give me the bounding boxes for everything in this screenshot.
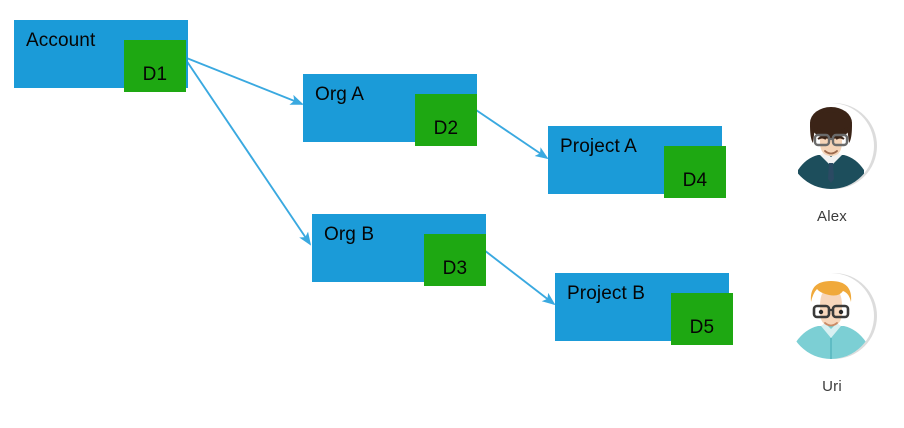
person-uri: Uri	[772, 268, 892, 396]
node-account-badge-label: D1	[142, 64, 168, 85]
node-project-a-label: Project A	[560, 136, 637, 157]
person-uri-name: Uri	[822, 378, 842, 395]
person-alex-name: Alex	[817, 208, 847, 225]
node-project-b-badge[interactable]: D5	[671, 293, 733, 345]
node-account-badge[interactable]: D1	[124, 40, 186, 92]
node-org-b-label: Org B	[324, 224, 375, 245]
avatar-uri	[784, 268, 880, 364]
node-project-b-badge-label: D5	[689, 317, 715, 338]
node-org-a-badge-label: D2	[433, 118, 459, 139]
edge-org-a-to-project-a	[475, 109, 549, 160]
node-org-b-badge-label: D3	[442, 258, 468, 279]
node-project-b-label: Project B	[567, 283, 645, 304]
node-project-a-badge-label: D4	[682, 170, 708, 191]
node-account-label: Account	[26, 30, 96, 51]
edge-account-to-org-a	[183, 56, 304, 105]
person-alex: Alex	[772, 98, 892, 226]
avatar-alex	[784, 98, 880, 194]
node-org-a-badge[interactable]: D2	[415, 94, 477, 146]
node-project-a-badge[interactable]: D4	[664, 146, 726, 198]
node-org-b-badge[interactable]: D3	[424, 234, 486, 286]
edge-account-to-org-b	[183, 56, 312, 246]
node-org-a-label: Org A	[315, 84, 365, 105]
edge-org-b-to-project-b	[483, 249, 556, 306]
